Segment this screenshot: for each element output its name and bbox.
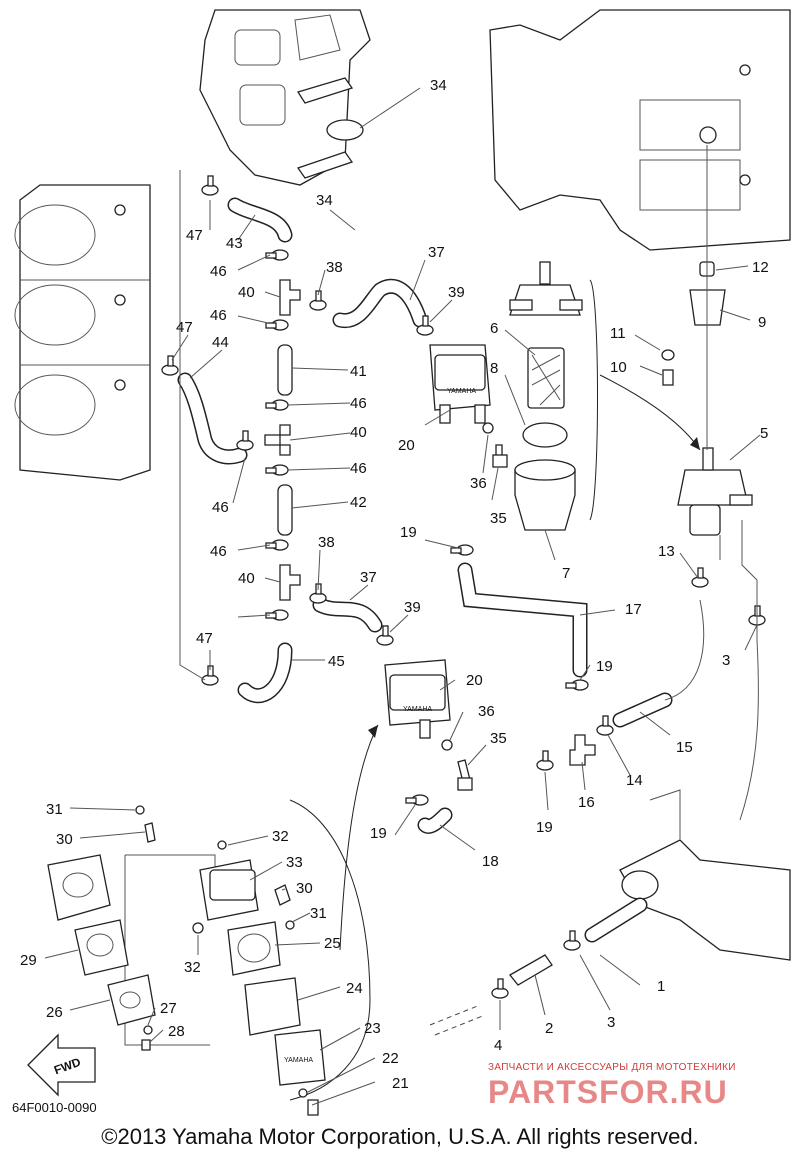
callout-36-upper: 36 [470, 475, 487, 492]
callout-12: 12 [752, 259, 769, 276]
callout-36-lower: 36 [478, 703, 495, 720]
callout-38-lower: 38 [318, 534, 335, 551]
watermark-tagline: ЗАПЧАСТИ И АКСЕССУАРЫ ДЛЯ МОТОТЕХНИКИ [488, 1062, 736, 1073]
pump-label-lower: YAMAHA [403, 706, 432, 713]
callout-10: 10 [610, 359, 627, 376]
callout-31-b: 31 [310, 905, 327, 922]
callout-46-c: 46 [350, 395, 367, 412]
callout-46-e: 46 [212, 499, 229, 516]
callout-42: 42 [350, 494, 367, 511]
callout-13: 13 [658, 543, 675, 560]
callout-17: 17 [625, 601, 642, 618]
callout-30-b: 30 [296, 880, 313, 897]
callout-39-upper: 39 [448, 284, 465, 301]
callout-32-a: 32 [272, 828, 289, 845]
callout-47-a: 47 [186, 227, 203, 244]
callout-19-b: 19 [596, 658, 613, 675]
callout-41: 41 [350, 363, 367, 380]
diagram-code: 64F0010-0090 [12, 1100, 97, 1115]
callout-3-lower: 3 [607, 1014, 615, 1031]
leader-lines [44, 87, 761, 1106]
callout-44: 44 [212, 334, 229, 351]
callout-30-a: 30 [56, 831, 73, 848]
intake-manifolds [14, 184, 151, 481]
callout-47-c: 47 [196, 630, 213, 647]
callout-8: 8 [490, 360, 498, 377]
callout-26: 26 [46, 1004, 63, 1021]
watermark-brand: PARTSFOR.RU [488, 1074, 728, 1110]
callout-37-upper: 37 [428, 244, 445, 261]
callout-32-b: 32 [184, 959, 201, 976]
callout-25: 25 [324, 935, 341, 952]
callout-34-b: 34 [316, 192, 333, 209]
lower-unit [619, 789, 791, 961]
hoses [177, 197, 673, 943]
callout-24: 24 [346, 980, 363, 997]
callout-46-d: 46 [350, 460, 367, 477]
bolts-washers [441, 422, 508, 791]
callout-46-b: 46 [210, 307, 227, 324]
callout-20-upper: 20 [398, 437, 415, 454]
callout-39-lower: 39 [404, 599, 421, 616]
callout-29: 29 [20, 952, 37, 969]
callout-2: 2 [545, 1020, 553, 1037]
callout-23: 23 [364, 1020, 381, 1037]
copyright-notice: ©2013 Yamaha Motor Corporation, U.S.A. A… [101, 1124, 699, 1149]
fuel-lines-right [664, 520, 759, 821]
callout-21: 21 [392, 1075, 409, 1092]
callout-34-a: 34 [430, 77, 447, 94]
hose-clamps [161, 175, 766, 999]
callout-18: 18 [482, 853, 499, 870]
direction-arrow [339, 724, 379, 951]
callout-4: 4 [494, 1037, 502, 1054]
callout-35-upper: 35 [490, 510, 507, 527]
engine-block-top [199, 9, 371, 186]
callout-28: 28 [168, 1023, 185, 1040]
callout-46-a: 46 [210, 263, 227, 280]
callout-19-c: 19 [370, 825, 387, 842]
fuel-filter-right [599, 145, 753, 536]
engine-block-right [489, 9, 791, 251]
callout-14: 14 [626, 772, 643, 789]
callout-35-lower: 35 [490, 730, 507, 747]
callout-11: 11 [610, 325, 626, 342]
callout-15: 15 [676, 739, 693, 756]
callout-47-b: 47 [176, 319, 193, 336]
callout-37-lower: 37 [360, 569, 377, 586]
callout-9: 9 [758, 314, 766, 331]
fuel-pump-upper: YAMAHA [429, 344, 491, 424]
callout-31-a: 31 [46, 801, 63, 818]
callout-38-upper: 38 [326, 259, 343, 276]
callout-46-f: 46 [210, 543, 227, 560]
fwd-arrow-icon: FWD [27, 1033, 96, 1097]
callout-43: 43 [226, 235, 243, 252]
pump-label-kit: YAMAHA [284, 1057, 313, 1064]
callout-7: 7 [562, 565, 570, 582]
callout-33: 33 [286, 854, 303, 871]
fuel-pump-lower: YAMAHA [384, 659, 451, 739]
callout-19-d: 19 [536, 819, 553, 836]
pump-label-upper: YAMAHA [447, 388, 476, 395]
callout-40-a: 40 [238, 284, 255, 301]
callout-3-upper: 3 [722, 652, 730, 669]
callout-16: 16 [578, 794, 595, 811]
callout-27: 27 [160, 1000, 177, 1017]
callout-20-lower: 20 [466, 672, 483, 689]
callout-6: 6 [490, 320, 498, 337]
tee-connectors [264, 279, 596, 766]
connector-and-hose [429, 954, 553, 1036]
callout-40-c: 40 [238, 570, 255, 587]
callout-19-a: 19 [400, 524, 417, 541]
callouts: 1 2 3 3 4 5 6 7 8 9 10 11 12 13 14 15 16… [20, 77, 769, 1092]
callout-45: 45 [328, 653, 345, 670]
callout-22: 22 [382, 1050, 399, 1067]
fuel-filter-assembly [509, 261, 598, 531]
callout-1: 1 [657, 978, 665, 995]
callout-40-b: 40 [350, 424, 367, 441]
pump-rebuild-kit: YAMAHA [47, 799, 371, 1116]
callout-5: 5 [760, 425, 768, 442]
